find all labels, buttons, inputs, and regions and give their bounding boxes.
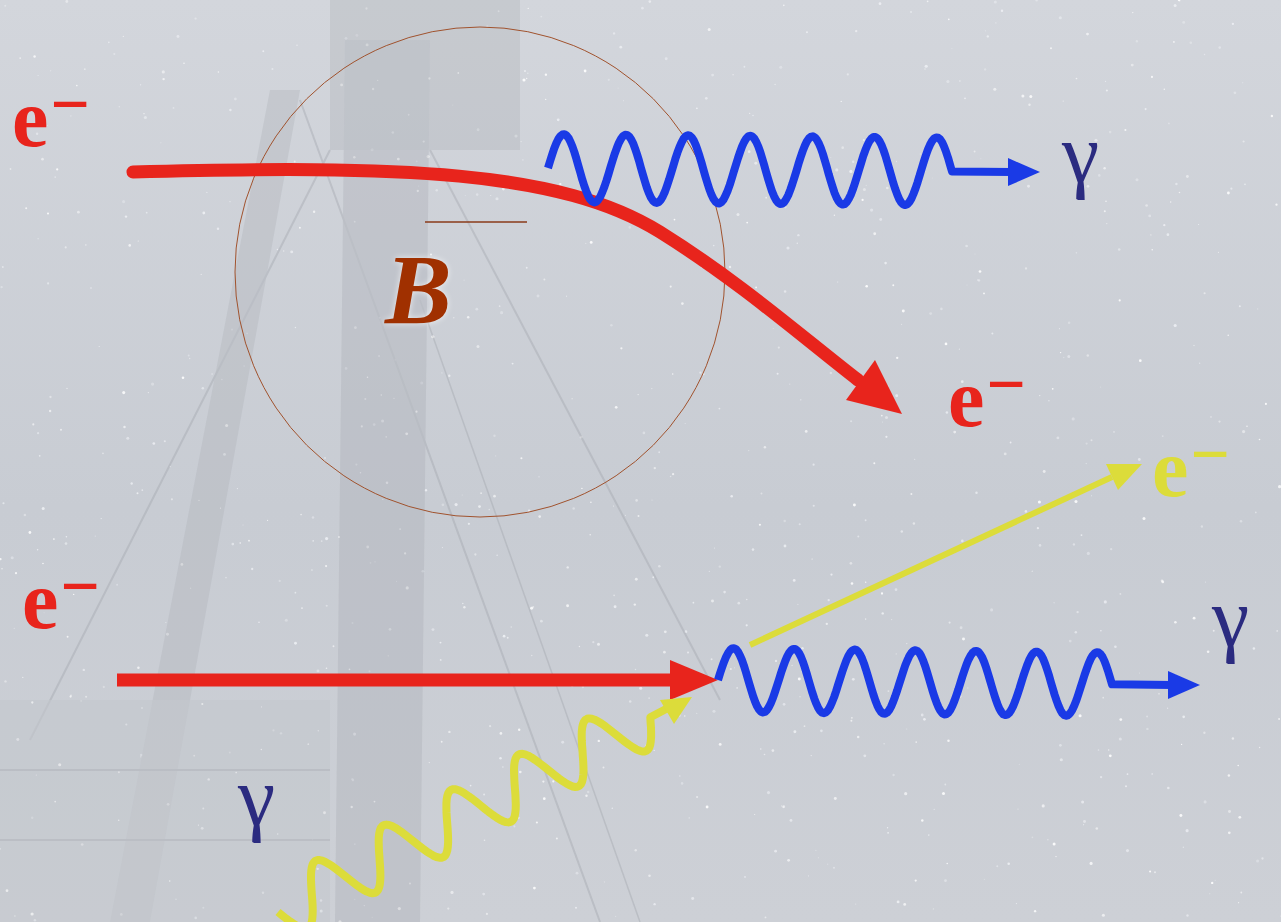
scattered-electron bbox=[750, 477, 1112, 645]
arrowhead bbox=[670, 660, 718, 700]
scattered-electron-label: e⁻ bbox=[1152, 428, 1232, 510]
photon-wave bbox=[718, 648, 1172, 716]
arrowhead bbox=[1008, 158, 1040, 186]
electron-label: e⁻ bbox=[12, 78, 92, 160]
incoming-photon-wave bbox=[278, 708, 668, 922]
arrowhead bbox=[1106, 464, 1142, 490]
electron-path bbox=[117, 674, 675, 687]
magnetic-field-label: B bbox=[385, 240, 452, 340]
arrowhead bbox=[660, 697, 692, 724]
magnetic-field-region bbox=[235, 27, 725, 517]
telescope-structure bbox=[0, 0, 720, 922]
electron-path bbox=[133, 170, 858, 380]
photon-label: γ bbox=[238, 755, 275, 839]
photon-label: γ bbox=[1062, 112, 1099, 196]
electron-label: e⁻ bbox=[22, 560, 102, 642]
electron-label: e⁻ bbox=[948, 358, 1028, 440]
arrowhead bbox=[846, 360, 902, 414]
photon-label: γ bbox=[1212, 576, 1249, 660]
photon-wave bbox=[548, 134, 1012, 205]
vector-bar bbox=[425, 221, 527, 223]
arrowhead bbox=[1168, 671, 1200, 699]
